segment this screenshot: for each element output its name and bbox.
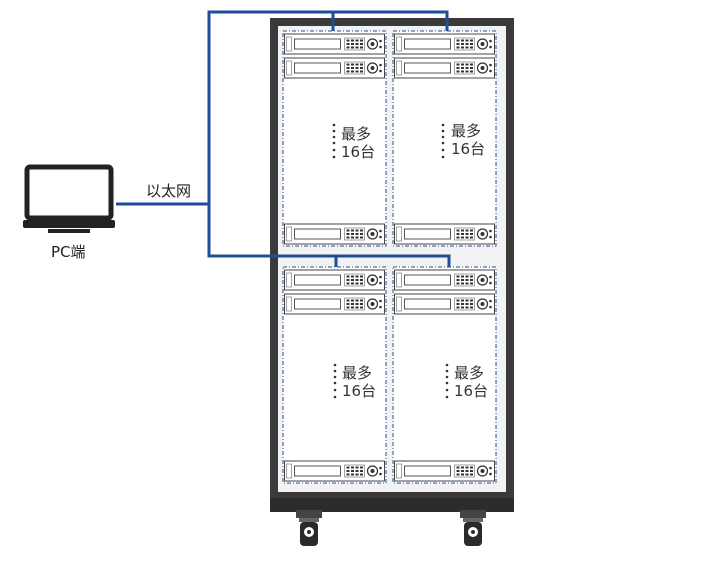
cabinet-base bbox=[270, 498, 514, 512]
device-unit bbox=[283, 223, 386, 245]
device-unit bbox=[393, 57, 496, 79]
ellipsis-dot bbox=[332, 148, 336, 152]
ellipsis-dot bbox=[441, 155, 445, 159]
ellipsis-dot bbox=[441, 148, 445, 152]
ellipsis-dot bbox=[333, 369, 337, 373]
ellipsis-dot bbox=[332, 123, 336, 127]
ellipsis-dot bbox=[333, 388, 337, 392]
ethernet-links bbox=[116, 10, 451, 267]
ellipsis-dot bbox=[441, 129, 445, 133]
ellipsis-dot bbox=[441, 141, 445, 145]
ellipsis-dot bbox=[332, 135, 336, 139]
device-unit bbox=[283, 57, 386, 79]
device-group bbox=[392, 266, 497, 484]
ellipsis-dot bbox=[445, 381, 449, 385]
ellipsis-dot bbox=[445, 395, 449, 399]
device-unit bbox=[283, 269, 386, 291]
ethernet-label: 以太网 bbox=[146, 182, 192, 200]
ellipsis-dot bbox=[333, 395, 337, 399]
link-upper-bus bbox=[207, 10, 449, 204]
device-unit bbox=[283, 33, 386, 55]
device-unit bbox=[283, 460, 386, 482]
ellipsis-dot bbox=[332, 129, 336, 133]
link-lower-bus bbox=[207, 204, 451, 267]
device-unit bbox=[283, 293, 386, 315]
ellipsis-dot bbox=[445, 363, 449, 367]
pc-label: PC端 bbox=[51, 243, 86, 261]
ellipsis-dot bbox=[332, 155, 336, 159]
device-unit bbox=[393, 223, 496, 245]
device-groups bbox=[282, 30, 497, 484]
wheel-left bbox=[295, 509, 323, 547]
ellipsis-dot bbox=[445, 375, 449, 379]
device-unit bbox=[393, 293, 496, 315]
ellipsis-dot bbox=[441, 123, 445, 127]
device-unit bbox=[393, 33, 496, 55]
ellipsis-dot bbox=[445, 369, 449, 373]
laptop-icon bbox=[23, 164, 115, 233]
device-group bbox=[392, 30, 497, 247]
device-unit bbox=[393, 269, 496, 291]
ellipsis-dot bbox=[333, 375, 337, 379]
ellipsis-dot bbox=[333, 363, 337, 367]
ellipsis-dot bbox=[441, 135, 445, 139]
ellipsis-dot bbox=[333, 381, 337, 385]
device-group bbox=[282, 30, 387, 247]
device-unit bbox=[393, 460, 496, 482]
ellipsis-dot bbox=[332, 141, 336, 145]
device-group bbox=[282, 266, 387, 484]
ellipsis-dot bbox=[445, 388, 449, 392]
wheel-right bbox=[459, 509, 487, 547]
